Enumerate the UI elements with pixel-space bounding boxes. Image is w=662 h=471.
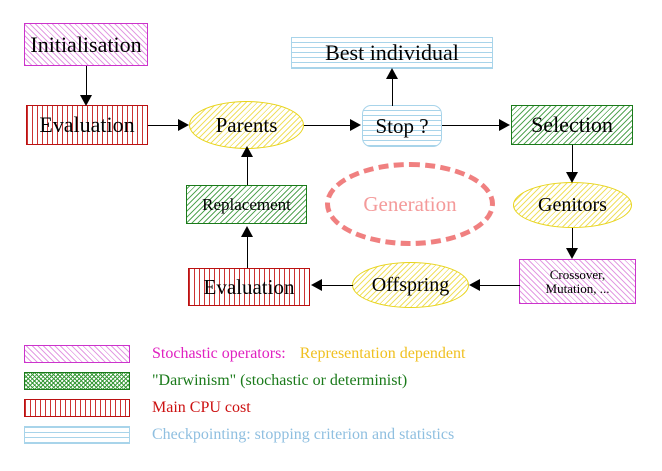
node-genitors: Genitors	[513, 182, 632, 228]
node-replacement: Replacement	[186, 185, 307, 224]
node-evaluation-top-label: Evaluation	[39, 112, 135, 138]
node-genitors-label: Genitors	[538, 193, 607, 216]
arrowhead-right-parents	[178, 119, 189, 131]
arrowhead-down-genitors	[566, 172, 578, 183]
edge-evaluation-replacement	[247, 230, 248, 268]
node-offspring: Offspring	[352, 262, 469, 308]
node-stop: Stop ?	[362, 105, 442, 147]
legend-row-checkpointing: Checkpointing: stopping criterion and st…	[24, 426, 454, 444]
arrowhead-left-offspring	[469, 279, 480, 291]
arrowhead-left-evaluation	[311, 279, 322, 291]
edge-evaluation-parents	[148, 125, 182, 126]
edge-crossover-offspring	[478, 285, 520, 286]
arrowhead-up-parents	[241, 146, 253, 157]
arrowhead-down-crossover	[566, 248, 578, 259]
edge-parents-stop	[304, 125, 352, 126]
node-evaluation-top: Evaluation	[26, 105, 148, 145]
legend-swatch-magenta-diagonal-hatch	[24, 345, 130, 363]
node-evaluation-bottom: Evaluation	[188, 268, 310, 306]
legend-swatch-green-crosshatch	[24, 372, 130, 390]
node-best-individual-label: Best individual	[325, 40, 459, 66]
node-evaluation-bottom-label: Evaluation	[203, 274, 295, 299]
legend-label-stochastic: Stochastic operators:	[152, 345, 286, 362]
arrowhead-up-best-individual	[386, 68, 398, 79]
node-initialisation: Initialisation	[24, 23, 148, 66]
legend-row-darwinism: "Darwinism" (stochastic or determinist)	[24, 372, 407, 390]
node-crossover-mutation: Crossover, Mutation, ...	[519, 259, 636, 304]
legend-label-representation-dependent: Representation dependent	[299, 345, 466, 362]
node-best-individual: Best individual	[291, 37, 493, 69]
arrowhead-up-replacement	[241, 226, 253, 237]
edge-selection-genitors	[572, 145, 573, 175]
node-selection-label: Selection	[531, 112, 613, 138]
node-parents-label: Parents	[215, 112, 278, 137]
node-offspring-label: Offspring	[371, 273, 450, 296]
legend-swatch-blue-horizontal-lines	[24, 426, 130, 444]
arrowhead-right-selection	[499, 119, 510, 131]
node-generation: Generation	[325, 162, 495, 246]
legend-swatch-red-vertical-lines	[24, 399, 130, 417]
node-initialisation-label: Initialisation	[30, 31, 142, 57]
node-parents: Parents	[189, 101, 304, 149]
node-selection: Selection	[511, 105, 633, 145]
edge-stop-best-individual	[392, 72, 393, 106]
legend-label-cpu-cost: Main CPU cost	[152, 399, 251, 416]
legend-label-checkpointing: Checkpointing: stopping criterion and st…	[152, 426, 455, 443]
legend-label-darwinism: "Darwinism" (stochastic or determinist)	[152, 372, 408, 389]
edge-replacement-parents	[247, 152, 248, 185]
node-generation-label: Generation	[363, 191, 457, 216]
legend-row-cpu-cost: Main CPU cost	[24, 399, 251, 417]
node-stop-label: Stop ?	[375, 113, 429, 138]
edge-genitors-crossover	[572, 228, 573, 252]
edge-offspring-evaluation	[320, 285, 353, 286]
edge-initialisation-evaluation	[86, 66, 87, 99]
node-crossover-mutation-label: Crossover, Mutation, ...	[545, 266, 610, 296]
node-replacement-label: Replacement	[202, 194, 291, 214]
legend-row-stochastic: Stochastic operators: Representation dep…	[24, 345, 465, 363]
edge-stop-selection	[442, 125, 502, 126]
arrowhead-down-initialisation	[80, 95, 92, 106]
arrowhead-right-stop	[350, 119, 361, 131]
